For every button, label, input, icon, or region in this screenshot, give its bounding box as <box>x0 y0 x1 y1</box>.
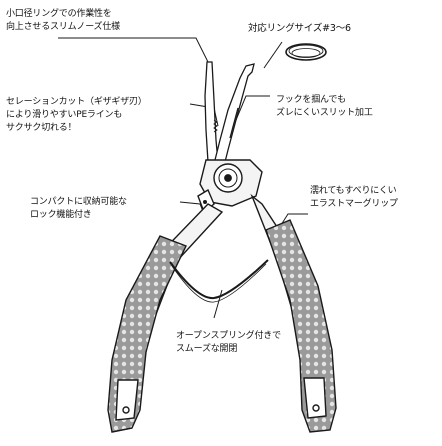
callout-hook-slit: フックを掴んでも ズレにくいスリット加工 <box>276 94 373 120</box>
callout-spring-line-2: スムーズな開閉 <box>176 344 238 354</box>
callout-spring: オープンスプリング付きで スムーズな開閉 <box>176 330 281 356</box>
leader-line-hook <box>235 95 270 121</box>
callout-serration: セレーションカット（ギザギザ刃） により滑りやすいPEラインも サクサク切れる！ <box>6 96 147 135</box>
callout-lock-line-1: コンパクトに収納可能な <box>30 197 127 207</box>
leader-line-spring <box>213 289 223 319</box>
leader-line-ring <box>263 41 283 69</box>
pliers-jaws <box>204 61 255 167</box>
callout-ring-size: 対応リングサイズ#3〜6 <box>248 22 351 35</box>
callout-serration-line-2: により滑りやすいPEラインも <box>6 110 123 120</box>
callout-slim-nose: 小口径リングでの作業性を 向上させるスリムノーズ仕様 <box>6 8 120 34</box>
right-grip <box>265 219 337 433</box>
callout-serration-line-3: サクサク切れる！ <box>6 123 77 133</box>
callout-slim-nose-line-1: 小口径リングでの作業性を <box>6 9 112 19</box>
leader-line-tip <box>58 37 209 63</box>
callout-spring-line-1: オープンスプリング付きで <box>176 331 281 341</box>
callout-lock-line-2: ロック機能付き <box>30 210 92 220</box>
callout-grip: 濡れてもすべりにくい エラストマーグリップ <box>310 185 398 211</box>
callout-hook-slit-line-1: フックを掴んでも <box>276 95 346 105</box>
open-spring <box>169 259 269 303</box>
leader-lines <box>58 37 308 319</box>
callout-slim-nose-line-2: 向上させるスリムノーズ仕様 <box>6 22 120 32</box>
callout-serration-line-1: セレーションカット（ギザギザ刃） <box>6 97 147 107</box>
callout-hook-slit-line-2: ズレにくいスリット加工 <box>276 108 373 118</box>
callout-grip-line-2: エラストマーグリップ <box>310 199 398 209</box>
callout-grip-line-1: 濡れてもすべりにくい <box>310 186 397 196</box>
callout-lock: コンパクトに収納可能な ロック機能付き <box>30 196 127 222</box>
left-grip <box>107 235 187 433</box>
split-ring-icon <box>285 43 327 61</box>
callout-ring-size-text: 対応リングサイズ#3〜6 <box>248 23 351 34</box>
